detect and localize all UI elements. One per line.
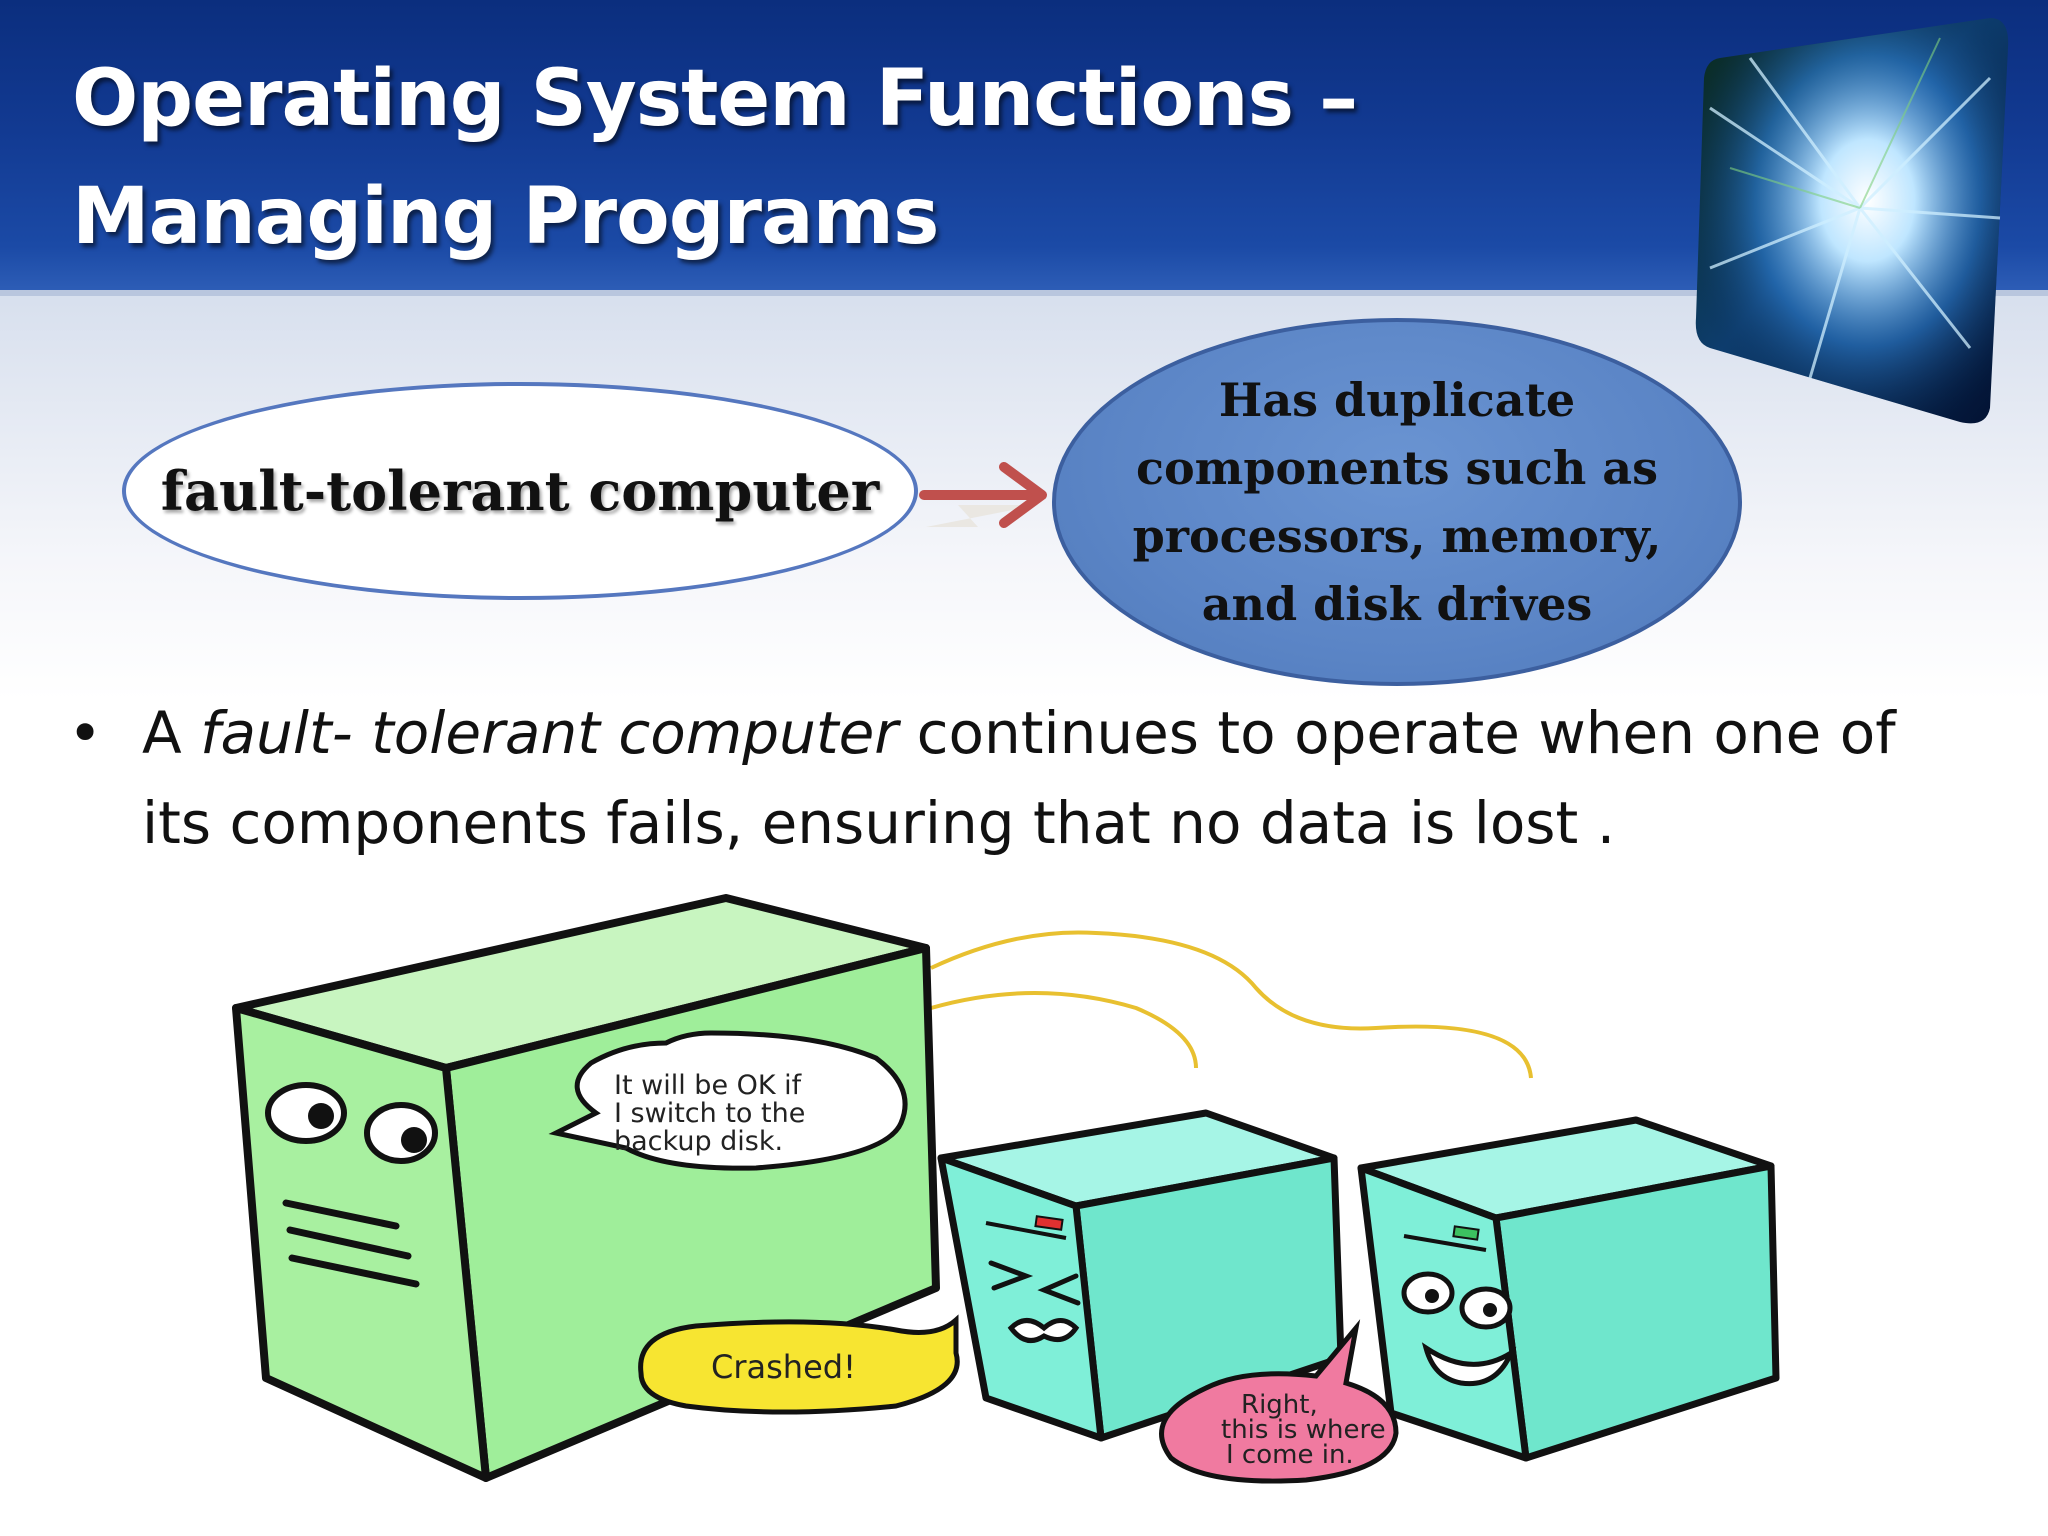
bullet-italic-term: fault- tolerant computer (200, 699, 899, 767)
speech-bubble-backup: Right, this is where I come in. (1159, 1319, 1399, 1484)
right-arrow-icon (919, 462, 1047, 528)
bullet-rest-line-1: continues to operate when one of (898, 699, 1896, 767)
light-burst-cube-graphic (1695, 18, 2009, 424)
speech-bubble-main: It will be OK if I switch to the backup … (548, 1030, 908, 1171)
speech-backup-line-1: Right, (1241, 1390, 1318, 1420)
speech-crashed-text: Crashed! (711, 1348, 856, 1386)
duplicate-components-line-3: processors, memory, (1132, 509, 1662, 563)
main-computer-vents (282, 1199, 420, 1288)
slide-title-line-1: Operating System Functions – (72, 54, 1358, 144)
fault-tolerant-cartoon-illustration: It will be OK if I switch to the backup … (232, 894, 1780, 1484)
speech-backup-line-2: this is where (1221, 1415, 1386, 1445)
bullet-text: A fault- tolerant computer continues to … (142, 688, 2042, 868)
speech-main-line-1: It will be OK if (614, 1070, 803, 1101)
duplicate-components-line-2: components such as (1135, 441, 1659, 495)
slide-title: Operating System Functions – Managing Pr… (72, 40, 1358, 276)
speech-main-line-2: I switch to the (614, 1098, 805, 1129)
fault-tolerant-computer-label: fault-tolerant computer (160, 459, 880, 523)
speech-backup-line-3: I come in. (1226, 1440, 1354, 1470)
backup-computer (1357, 1116, 1780, 1462)
cable-main-to-right (930, 930, 1533, 1079)
duplicate-components-text: Has duplicate components such as process… (1133, 366, 1662, 638)
bullet-dot-icon: • (68, 699, 103, 767)
duplicate-components-ellipse: Has duplicate components such as process… (1052, 318, 1742, 686)
speech-main-line-3: backup disk. (614, 1126, 783, 1157)
duplicate-components-line-1: Has duplicate (1218, 373, 1576, 427)
fault-tolerant-computer-ellipse: fault-tolerant computer (122, 382, 918, 600)
speech-bubble-crashed: Crashed! (638, 1314, 960, 1415)
cable-main-to-middle (930, 991, 1198, 1069)
duplicate-components-line-4: and disk drives (1201, 577, 1593, 631)
bullet-rest-line-2: its components fails, ensuring that no d… (142, 789, 1616, 857)
bullet-prefix: A (142, 699, 201, 767)
slide-title-line-2: Managing Programs (72, 172, 939, 262)
crashed-computer (937, 1109, 1345, 1442)
